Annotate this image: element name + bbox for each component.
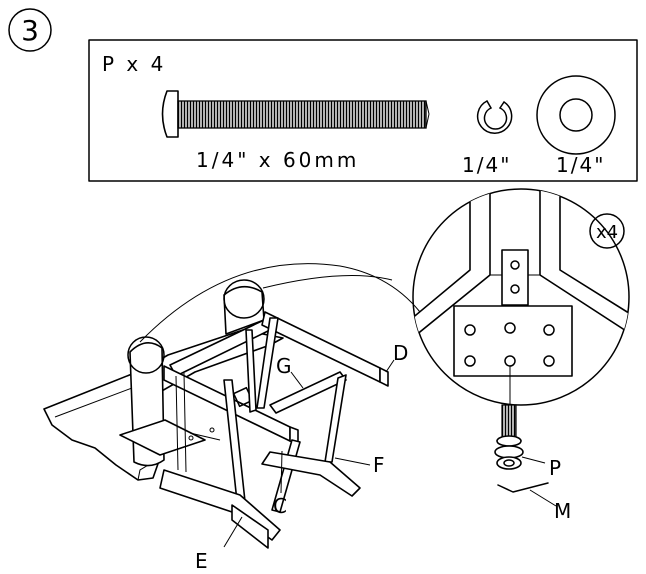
callout-m: M <box>554 499 571 523</box>
callout-e: E <box>195 549 208 573</box>
callout-leaders <box>223 359 557 548</box>
flat-washer-label: 1/4" <box>556 153 605 177</box>
multiplier-badge: x4 <box>589 213 625 249</box>
parts-box: P x 4 1/4" x 60mm 1/4" 1/4" <box>88 39 638 182</box>
lock-washer-illustration <box>476 100 513 134</box>
step-number: 3 <box>21 14 39 47</box>
parts-header: P x 4 <box>102 52 166 76</box>
flat-washer-illustration <box>536 75 616 155</box>
callout-g: G <box>276 354 292 378</box>
step-number-badge: 3 <box>8 8 52 52</box>
chair-illustration <box>43 263 421 549</box>
multiplier-label: x4 <box>596 222 618 243</box>
detail-view: x4 <box>412 188 630 406</box>
callout-c: C <box>273 494 287 518</box>
callout-d: D <box>393 341 408 365</box>
exploded-hardware <box>494 404 549 493</box>
bolt-size-label: 1/4" x 60mm <box>196 148 359 172</box>
lock-washer-label: 1/4" <box>462 153 511 177</box>
callout-f: F <box>373 453 385 477</box>
bolt-illustration <box>161 90 430 138</box>
callout-p: P <box>549 456 561 480</box>
